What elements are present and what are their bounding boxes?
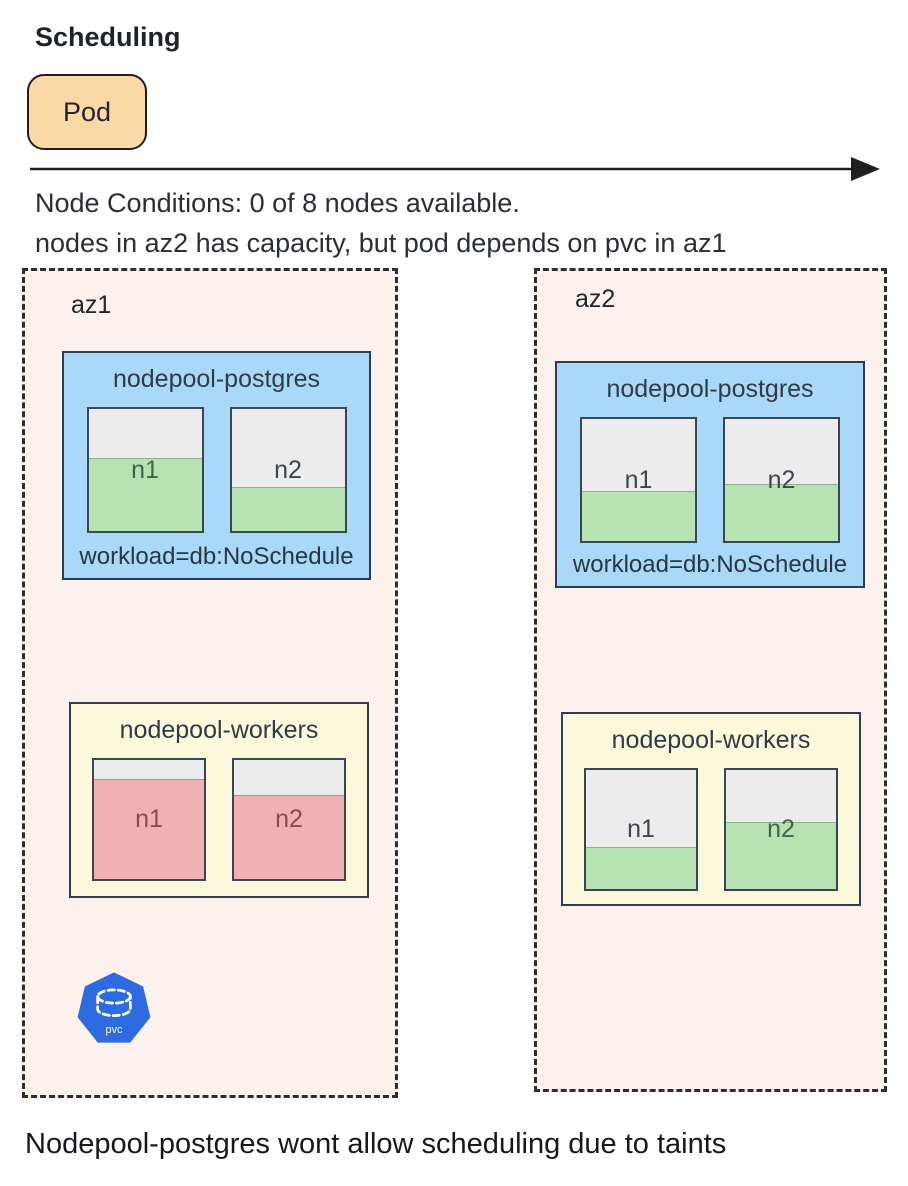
node-row: n1 n2: [86, 407, 347, 533]
node: n1: [92, 758, 206, 881]
node: n1: [584, 768, 698, 891]
node-row: n1 n2: [92, 758, 346, 881]
taint-label: workload=db:NoSchedule: [572, 551, 848, 578]
node-label: n2: [767, 815, 795, 843]
pod-label: Pod: [62, 96, 112, 127]
node: n1: [86, 407, 204, 533]
footer-note: Nodepool-postgres wont allow scheduling …: [25, 1128, 727, 1160]
node: n1: [580, 417, 697, 543]
node-conditions-line2: nodes in az2 has capacity, but pod depen…: [35, 228, 727, 258]
pool-title: nodepool-postgres: [606, 375, 814, 403]
pool-nodepool-workers: nodepool-workers n1 n2: [561, 712, 861, 906]
node-capacity-fill: [231, 487, 345, 531]
zone-az2: az2 nodepool-postgres n1 n2 workload=db:…: [534, 268, 887, 1092]
node-capacity-fill: [88, 457, 202, 531]
node-label: n1: [624, 465, 653, 494]
pvc-label: pvc: [106, 1024, 124, 1036]
pod-node: Pod: [27, 74, 147, 150]
node-capacity-fill: [725, 483, 838, 541]
pvc-icon: pvc: [77, 972, 151, 1043]
zone-label: az1: [71, 291, 112, 319]
pool-nodepool-postgres: nodepool-postgres n1 n2 workload=db:NoSc…: [555, 361, 865, 588]
node-label: n2: [274, 455, 302, 484]
node-label: n1: [135, 805, 163, 833]
pool-nodepool-postgres: nodepool-postgres n1 n2 workload=db:NoSc…: [62, 351, 371, 580]
pool-title: nodepool-postgres: [112, 365, 321, 393]
node-capacity-fill: [94, 779, 204, 879]
node-capacity-fill: [726, 822, 836, 889]
node-conditions-text: Node Conditions: 0 of 8 nodes available.…: [35, 183, 726, 263]
pool-title: nodepool-workers: [611, 726, 811, 754]
node-capacity-fill: [234, 794, 344, 879]
page-title: Scheduling: [35, 22, 181, 52]
pool-nodepool-workers: nodepool-workers n1 n2: [69, 702, 369, 898]
node-row: n1 n2: [580, 417, 840, 543]
zone-az1: az1 nodepool-postgres n1 n2 workload=db:…: [22, 268, 398, 1098]
taint-label: workload=db:NoSchedule: [79, 543, 354, 570]
timeline-arrow: [30, 157, 880, 181]
node-row: n1 n2: [584, 768, 838, 891]
node: n2: [232, 758, 346, 881]
node: n2: [724, 768, 838, 891]
node-label: n2: [275, 805, 303, 833]
node: n2: [723, 417, 840, 543]
zone-label: az2: [575, 285, 616, 313]
node: n2: [229, 407, 347, 533]
node-capacity-fill: [586, 847, 696, 889]
pool-title: nodepool-workers: [119, 716, 319, 744]
node-label: n2: [767, 465, 796, 494]
node-conditions-line1: Node Conditions: 0 of 8 nodes available.: [35, 188, 520, 218]
node-label: n1: [131, 455, 159, 484]
node-capacity-fill: [582, 490, 695, 541]
node-label: n1: [627, 815, 655, 843]
